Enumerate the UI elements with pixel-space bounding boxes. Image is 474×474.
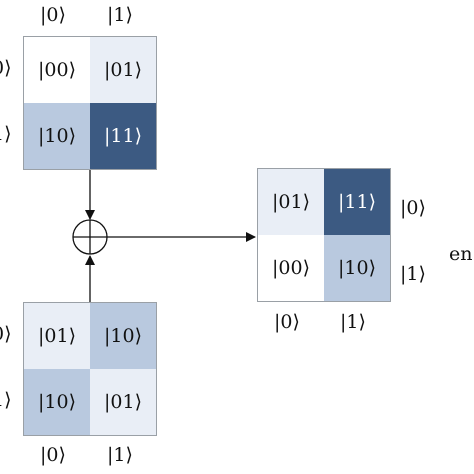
bottom-row-label-1: 1⟩ <box>0 389 12 411</box>
xor-symbol <box>72 219 108 255</box>
top-cell-01: |01⟩ <box>90 37 156 103</box>
result-cell-11: |10⟩ <box>324 235 390 301</box>
result-cell-00: |01⟩ <box>258 169 324 235</box>
top-row-label-1: 1⟩ <box>0 123 12 145</box>
bottom-col-label-0: |0⟩ <box>40 444 66 466</box>
result-col-label-1: |1⟩ <box>340 311 366 333</box>
top-matrix: |00⟩ |01⟩ |10⟩ |11⟩ <box>23 36 157 170</box>
top-cell-00: |00⟩ <box>24 37 90 103</box>
top-cell-10: |10⟩ <box>24 103 90 169</box>
top-cell-11: |11⟩ <box>90 103 156 169</box>
bottom-col-label-1: |1⟩ <box>107 444 133 466</box>
result-col-label-0: |0⟩ <box>274 311 300 333</box>
result-cell-01: |11⟩ <box>324 169 390 235</box>
bottom-cell-01: |10⟩ <box>90 303 156 369</box>
bottom-cell-00: |01⟩ <box>24 303 90 369</box>
cropped-edge-text: en <box>449 243 473 265</box>
result-row-label-0: |0⟩ <box>400 197 426 219</box>
result-row-label-1: |1⟩ <box>400 263 426 285</box>
bottom-cell-10: |10⟩ <box>24 369 90 435</box>
result-cell-10: |00⟩ <box>258 235 324 301</box>
bottom-row-label-0: 0⟩ <box>0 323 12 345</box>
bottom-cell-11: |01⟩ <box>90 369 156 435</box>
result-matrix: |01⟩ |11⟩ |00⟩ |10⟩ <box>257 168 391 302</box>
top-col-label-0: |0⟩ <box>40 4 66 26</box>
top-col-label-1: |1⟩ <box>107 4 133 26</box>
bottom-matrix: |01⟩ |10⟩ |10⟩ |01⟩ <box>23 302 157 436</box>
top-row-label-0: 0⟩ <box>0 57 12 79</box>
